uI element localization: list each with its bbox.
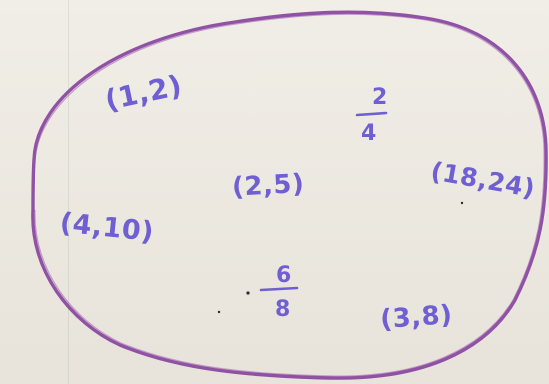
set-element-3-8: (3,8) [379,300,453,335]
fraction-6-8: 6 8 [259,263,299,322]
fraction-2-4-bar [355,111,388,117]
fraction-2-4: 2 4 [355,85,388,146]
fraction-6-8-denominator: 8 [275,297,291,322]
set-element-1-2: (1,2) [102,69,185,117]
paper-dot [246,291,250,295]
fraction-6-8-bar [259,286,299,292]
set-outline [31,10,548,380]
fraction-6-8-numerator: 6 [276,263,292,288]
set-outline-pass [34,13,545,377]
set-element-2-5: (2,5) [231,169,305,203]
fraction-2-4-denominator: 4 [361,121,377,146]
set-element-4-10: (4,10) [58,207,155,248]
paper-dot [217,310,221,314]
margin-rule [68,0,69,384]
set-element-18-24: (18,24) [429,156,538,203]
fraction-2-4-numerator: 2 [372,85,388,110]
paper-dot [460,201,464,205]
